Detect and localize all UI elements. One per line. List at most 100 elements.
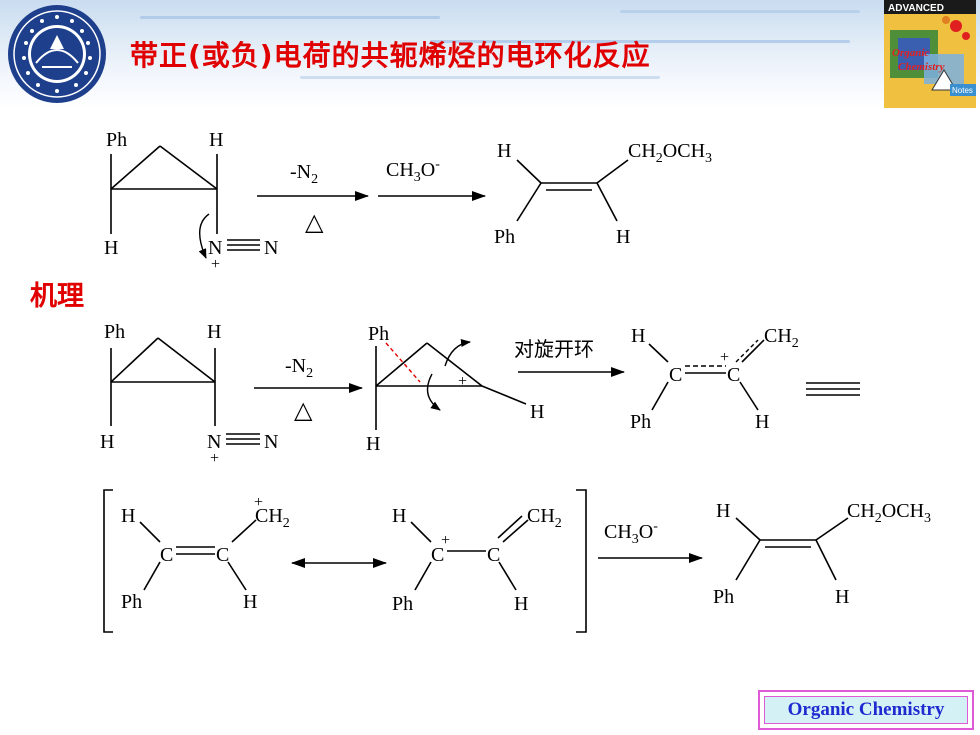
header-streak: [300, 76, 660, 79]
subscript: 2: [283, 516, 290, 531]
atom-ph: Ph: [713, 586, 734, 608]
badge-header: ADVANCED: [888, 3, 944, 14]
row2-reactant: Ph H H N N +: [100, 321, 278, 467]
subscript: 3: [632, 532, 639, 547]
charge-plus: +: [720, 349, 729, 366]
row3-product: H Ph H CH2OCH3: [713, 500, 931, 608]
svg-text:CH3O-: CH3O-: [604, 519, 658, 547]
footer-badge-inner: Organic Chemistry: [764, 696, 968, 724]
equivalence-icon: [806, 382, 860, 396]
atom-c: C: [487, 544, 500, 566]
atom-n: N: [207, 431, 221, 453]
slide-header: [0, 0, 980, 110]
reagent: O: [421, 159, 435, 181]
slide-title: 带正(或负)电荷的共轭烯烃的电环化反应: [130, 39, 651, 72]
reagent: CH: [604, 521, 632, 543]
resonance-bracket: [103, 489, 587, 633]
svg-text:CH2: CH2: [527, 505, 562, 531]
group-ch: CH: [527, 505, 555, 527]
reagent: O: [639, 521, 653, 543]
subscript: 2: [656, 151, 663, 166]
atom-ph: Ph: [392, 593, 413, 615]
svg-text:CH3O-: CH3O-: [386, 157, 440, 185]
atom-n: N: [208, 237, 222, 259]
atom-h: H: [104, 237, 118, 259]
group-ch: CH: [255, 505, 283, 527]
svg-text:CH2: CH2: [764, 325, 799, 351]
charge-minus: -: [653, 519, 658, 534]
atom-c: C: [431, 544, 444, 566]
charge-plus: +: [254, 494, 263, 511]
atom-ph: Ph: [368, 323, 389, 345]
group-ch: CH: [764, 325, 792, 347]
charge-plus: +: [210, 450, 219, 467]
subscript: 3: [705, 151, 712, 166]
badge-corner: Notes: [952, 86, 973, 95]
header-streak: [140, 16, 440, 19]
atom-ph: Ph: [630, 411, 651, 433]
atom-h: H: [631, 325, 645, 347]
group-ch: CH: [628, 140, 656, 162]
row3-arrow: CH3O-: [598, 519, 703, 563]
leaving-group: -N: [285, 355, 306, 377]
atom-ph: Ph: [494, 226, 515, 248]
atom-n: N: [264, 431, 278, 453]
row2-arrow-2: 对旋开环: [514, 338, 625, 377]
subscript: 2: [875, 511, 882, 526]
atom-h: H: [530, 401, 544, 423]
ring-opening-label: 对旋开环: [514, 338, 594, 361]
subscript: 2: [792, 336, 799, 351]
university-seal-icon: 1958: [8, 5, 106, 103]
atom-c: C: [216, 544, 229, 566]
seal-year: 1958: [47, 52, 67, 62]
atom-c: C: [727, 364, 740, 386]
reagent: CH: [386, 159, 414, 181]
atom-ph: Ph: [106, 129, 127, 151]
atom-n: N: [264, 237, 278, 259]
row2-arrow-1: -N2 △: [254, 355, 363, 424]
header-streak: [620, 10, 860, 13]
rotation-arrow-icon: [426, 373, 441, 411]
rotation-arrow-icon: [444, 339, 471, 367]
atom-ph: Ph: [121, 591, 142, 613]
atom-h: H: [100, 431, 114, 453]
row1-product: H Ph H CH2OCH3: [494, 140, 712, 248]
atom-c: C: [669, 364, 682, 386]
resonance-form-1: C C H Ph H CH2 +: [121, 494, 290, 613]
atom-h: H: [755, 411, 769, 433]
header-streak: [430, 40, 850, 43]
row2-allyl-cation: C C H Ph H CH2 +: [630, 325, 799, 433]
curved-arrow-icon: [198, 213, 210, 259]
badge-line1: Organic: [892, 47, 929, 59]
svg-text:CH2OCH3: CH2OCH3: [628, 140, 712, 166]
charge-plus: +: [458, 373, 467, 390]
row1-arrow-2: CH3O-: [378, 157, 486, 201]
atom-h: H: [209, 129, 223, 151]
mechanism-heading: 机理: [30, 281, 84, 312]
badge-line2: Chemistry: [898, 61, 945, 73]
atom-h: H: [121, 505, 135, 527]
textbook-icon: ADVANCED Organic Chemistry Notes: [884, 0, 976, 108]
heat-triangle-icon: △: [294, 398, 313, 424]
subscript: 2: [555, 516, 562, 531]
svg-text:-N2: -N2: [285, 355, 313, 381]
charge-plus: +: [211, 256, 220, 273]
atom-ph: Ph: [104, 321, 125, 343]
atom-h: H: [392, 505, 406, 527]
atom-h: H: [835, 586, 849, 608]
resonance-form-2: C C H Ph H CH2 +: [392, 505, 562, 615]
heat-triangle-icon: △: [305, 210, 324, 236]
subscript: 2: [306, 366, 313, 381]
leaving-group: -N: [290, 161, 311, 183]
subscript: 3: [414, 170, 421, 185]
atom-h: H: [616, 226, 630, 248]
subscript: 3: [924, 511, 931, 526]
breaking-bond: [385, 342, 421, 383]
svg-text:CH2: CH2: [255, 505, 290, 531]
atom-h: H: [497, 140, 511, 162]
charge-plus: +: [441, 532, 450, 549]
row2-cation: Ph H H +: [366, 323, 544, 455]
footer-badge: Organic Chemistry: [758, 690, 974, 730]
svg-text:CH2OCH3: CH2OCH3: [847, 500, 931, 526]
